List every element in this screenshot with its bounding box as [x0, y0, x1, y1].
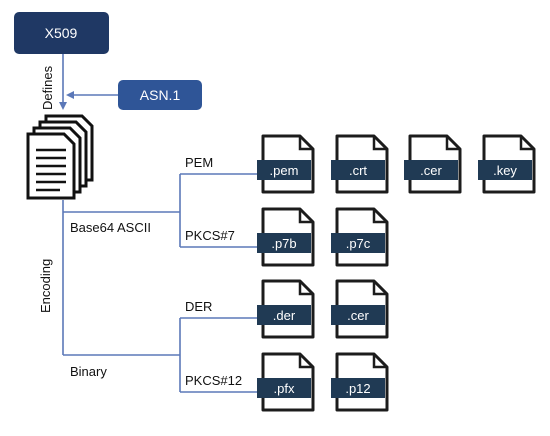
file-icon: .p12 — [331, 352, 389, 412]
pkcs12-label: PKCS#12 — [185, 373, 242, 388]
file-extension-label: .cer — [420, 163, 442, 178]
der-label: DER — [185, 299, 212, 314]
file-icon: .pfx — [257, 352, 315, 412]
certificate-documents-icon — [26, 114, 94, 200]
defines-label: Defines — [40, 65, 55, 110]
encoding-label: Encoding — [38, 259, 53, 313]
file-icon: .key — [478, 134, 536, 194]
binary-label: Binary — [70, 364, 107, 379]
file-icon: .p7c — [331, 207, 389, 267]
asn1-node: ASN.1 — [118, 80, 202, 110]
file-extension-label: .p12 — [345, 381, 370, 396]
file-icon: .cer — [331, 279, 389, 339]
pkcs7-label: PKCS#7 — [185, 228, 235, 243]
pem-label: PEM — [185, 155, 213, 170]
file-extension-label: .cer — [347, 308, 369, 323]
file-extension-label: .pfx — [274, 381, 295, 396]
x509-label: X509 — [45, 25, 78, 41]
file-icon: .der — [257, 279, 315, 339]
file-icon: .cer — [404, 134, 462, 194]
file-icon: .p7b — [257, 207, 315, 267]
file-extension-label: .p7c — [346, 236, 371, 251]
file-extension-label: .der — [273, 308, 296, 323]
file-extension-label: .pem — [270, 163, 299, 178]
file-extension-label: .p7b — [271, 236, 296, 251]
base64-label: Base64 ASCII — [70, 220, 151, 235]
file-icons: .pem .crt .cer .key .p7b .p7c .der .cer .pfx .p12 — [257, 134, 536, 412]
file-extension-label: .crt — [349, 163, 367, 178]
file-icon: .pem — [257, 134, 315, 194]
x509-node: X509 — [14, 12, 109, 54]
file-extension-label: .key — [493, 163, 517, 178]
file-icon: .crt — [331, 134, 389, 194]
asn1-label: ASN.1 — [140, 87, 181, 103]
